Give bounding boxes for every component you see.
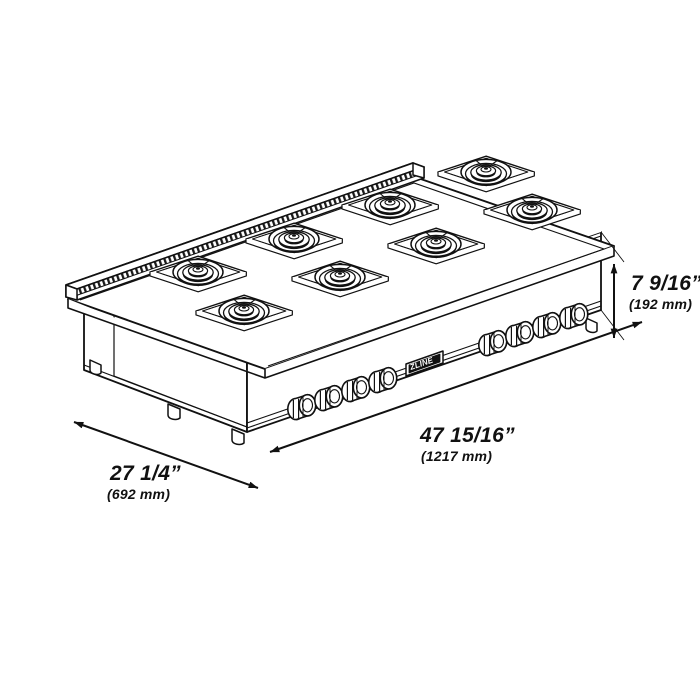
backguard-rail	[65, 162, 425, 301]
rail-left-cap	[65, 284, 78, 301]
deck-left-edge	[67, 299, 266, 379]
height-dimension-label: 7 9/16”	[631, 272, 700, 295]
leg-rear-left	[89, 359, 102, 376]
width-dimension-arrow	[269, 321, 643, 453]
depth-dimension-arrow	[73, 421, 259, 489]
dimension-lines	[73, 231, 643, 489]
leg-front-left	[167, 403, 181, 421]
leg-front-center	[231, 428, 245, 446]
left-panel-recess	[113, 304, 248, 428]
height-witness-top	[600, 231, 625, 263]
width-dimension-label: 47 15/16”	[420, 424, 515, 447]
depth-dimension-metric-label: (692 mm)	[107, 486, 171, 502]
depth-dimension-label: 27 1/4”	[110, 462, 181, 485]
height-witness-bottom	[600, 309, 625, 341]
width-dimension-metric-label: (1217 mm)	[421, 448, 493, 464]
rail-right-cap	[412, 162, 425, 179]
leg-front-right	[585, 317, 598, 334]
height-dimension-metric-label: (192 mm)	[629, 296, 693, 312]
